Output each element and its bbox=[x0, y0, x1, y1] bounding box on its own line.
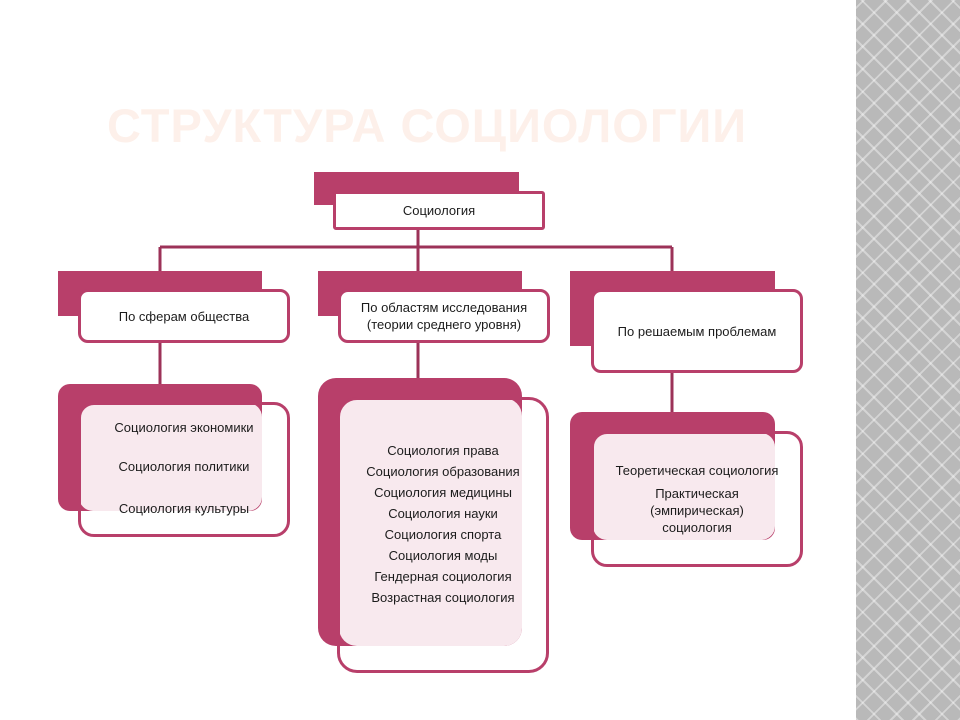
list-item: Социология культуры bbox=[118, 501, 250, 516]
list-item: Социология образования bbox=[366, 464, 520, 479]
root-node: Социология bbox=[333, 191, 545, 230]
branch-2-list-frame bbox=[337, 397, 549, 673]
list-item: Социология политики bbox=[118, 459, 250, 474]
list-item: Социология права bbox=[387, 443, 499, 458]
branch-1-label: По сферам общества bbox=[118, 308, 250, 324]
branch-1-list-panel bbox=[79, 403, 262, 511]
root-node-label: Социология bbox=[402, 203, 476, 218]
list-item: Социология науки bbox=[388, 506, 498, 521]
branch-2-list-panel bbox=[339, 398, 522, 646]
branch-2-label-line1: По областям исследования bbox=[360, 300, 528, 315]
list-item: Возрастная социология bbox=[371, 590, 515, 605]
branch-1-list: Социология экономики Социология политики… bbox=[78, 402, 290, 537]
list-item-line: социология bbox=[662, 520, 732, 535]
branch-2-list: Социология права Социология образования … bbox=[337, 440, 549, 608]
side-decorative-pattern bbox=[856, 0, 960, 720]
list-item: Гендерная социология bbox=[374, 569, 512, 584]
list-item: Социология экономики bbox=[114, 420, 254, 435]
list-item: Социология моды bbox=[388, 548, 498, 563]
list-item-line: Практическая bbox=[655, 486, 739, 501]
list-item: Социология медицины bbox=[374, 485, 512, 500]
slide-title: СТРУКТУРА СОЦИОЛОГИИ bbox=[107, 99, 748, 152]
branch-2-node: По областям исследования (теории среднег… bbox=[338, 289, 550, 343]
list-item: Теоретическая социология bbox=[615, 463, 779, 478]
branch-3-list-panel bbox=[593, 433, 775, 540]
branch-1-node: По сферам общества bbox=[78, 289, 290, 343]
branch-2-label-line2: (теории среднего уровня) bbox=[366, 317, 522, 332]
branch-3-label: По решаемым проблемам bbox=[617, 323, 777, 339]
branch-3-list: Теоретическая социология Практическая (э… bbox=[591, 462, 803, 536]
branch-1-list-frame bbox=[78, 402, 290, 537]
list-item: Социология спорта bbox=[384, 527, 502, 542]
branch-3-node: По решаемым проблемам bbox=[591, 289, 803, 373]
branch-3-list-frame bbox=[591, 431, 803, 567]
list-item-line: (эмпирическая) bbox=[650, 503, 744, 518]
